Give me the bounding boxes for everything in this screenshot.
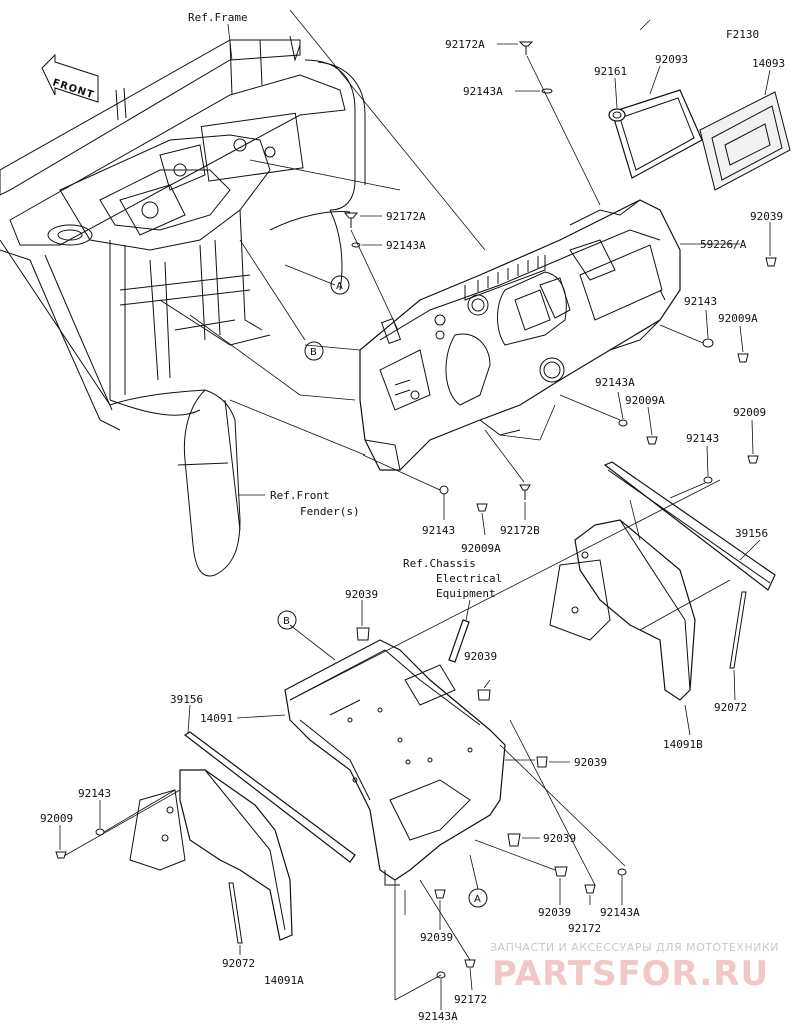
callout-a-lower: A: [468, 854, 488, 908]
label-39156-l: 39156: [170, 693, 203, 706]
label-92172-b2: 92172: [454, 993, 487, 1006]
label-92143-r3: 92143: [686, 432, 719, 445]
callout-b-lower: B: [277, 610, 297, 630]
label-14093: 14093: [752, 57, 785, 70]
label-92143-c: 92143: [422, 524, 455, 537]
label-92143A-r2: 92143A: [595, 376, 635, 389]
fastener-group-bottom: [394, 839, 627, 1010]
figure-code: F2130: [726, 28, 759, 41]
label-92172-b1: 92172: [568, 922, 601, 935]
meter-unit-14093: [699, 69, 791, 191]
frame-to-dash-leaders: [189, 9, 651, 441]
label-92039-mid: 92039: [345, 588, 378, 601]
clip-92039-r3: [507, 833, 540, 847]
clip-92039-r2: [505, 756, 570, 768]
ref-chassis-label-3: Equipment: [436, 587, 496, 600]
label-92039-r2: 92039: [574, 756, 607, 769]
fastener-92143A-top: [515, 88, 553, 94]
fastener-92172A-top: [497, 41, 601, 206]
label-14091A: 14091A: [264, 974, 304, 987]
label-92009A-r2: 92009A: [625, 394, 665, 407]
side-panel-14091B: [549, 519, 696, 736]
svg-text:A: A: [336, 281, 343, 292]
callout-b-upper: B: [304, 341, 324, 361]
fastener-group-center: [229, 399, 531, 536]
frame-assembly: [0, 35, 366, 431]
dashboard-panel: [359, 199, 681, 471]
clip-92039-top: [356, 600, 370, 641]
front-label: FRONT: [51, 77, 96, 101]
label-92143A-mid: 92143A: [386, 239, 426, 252]
trim-strip-39156-left: [183, 704, 356, 863]
label-39156-r: 39156: [735, 527, 768, 540]
label-14091: 14091: [200, 712, 233, 725]
label-92143-r: 92143: [684, 295, 717, 308]
label-92039-b1: 92039: [538, 906, 571, 919]
label-92172A-top: 92172A: [445, 38, 485, 51]
label-92161: 92161: [594, 65, 627, 78]
lower-panel-14091: [236, 624, 506, 886]
grommet-92161: [608, 77, 626, 122]
label-92093: 92093: [655, 53, 688, 66]
ref-chassis-label-2: Electrical: [436, 572, 502, 585]
label-92143-l: 92143: [78, 787, 111, 800]
fastener-92172A-mid: [343, 212, 399, 331]
label-92172A-mid: 92172A: [386, 210, 426, 223]
panel-leaders: [289, 479, 731, 961]
svg-text:B: B: [283, 616, 290, 627]
label-92143A-top: 92143A: [463, 85, 503, 98]
label-92072-l: 92072: [222, 957, 255, 970]
label-92072-r: 92072: [714, 701, 747, 714]
rod-92072-left: [228, 882, 243, 955]
front-direction-arrow: FRONT: [41, 53, 99, 103]
label-59226: 59226/A: [700, 238, 747, 251]
label-92172B: 92172B: [500, 524, 540, 537]
watermark-brand: PARTSFOR.RU: [492, 954, 769, 994]
trim-strip-39156-right: [603, 461, 776, 591]
ref-chassis-label-1: Ref.Chassis: [403, 557, 476, 570]
label-92009A-r: 92009A: [718, 312, 758, 325]
label-92143A-b1: 92143A: [600, 906, 640, 919]
ref-frame-label: Ref.Frame: [188, 11, 248, 24]
watermark: ЗАПЧАСТИ И АКСЕССУАРЫ ДЛЯ МОТОТЕХНИКИ PA…: [490, 941, 779, 994]
side-panel-14091A: [129, 769, 293, 941]
ref-front-fender-label-1: Ref.Front: [270, 489, 330, 502]
label-14091B: 14091B: [663, 738, 703, 751]
rod-92072-right: [729, 591, 747, 701]
front-fender-reference: [0, 239, 265, 577]
gauge-gasket-92093: [611, 65, 703, 179]
callout-a-upper: A: [330, 275, 350, 295]
clip-92039-mid: [477, 679, 491, 701]
svg-text:A: A: [474, 894, 481, 905]
label-92039-r3: 92039: [543, 832, 576, 845]
chassis-electrical-ref-part: [448, 599, 471, 663]
label-92039-b2: 92039: [420, 931, 453, 944]
label-92009-l: 92009: [40, 812, 73, 825]
label-92039-r1: 92039: [750, 210, 783, 223]
label-92009A-c: 92009A: [461, 542, 501, 555]
fastener-group-left: [55, 789, 181, 859]
ref-front-fender-label-2: Fender(s): [300, 505, 360, 518]
label-92143A-b2: 92143A: [418, 1010, 458, 1023]
svg-text:B: B: [310, 347, 317, 358]
label-92039-mid2: 92039: [464, 650, 497, 663]
watermark-tagline: ЗАПЧАСТИ И АКСЕССУАРЫ ДЛЯ МОТОТЕХНИКИ: [490, 941, 779, 954]
label-92009-r: 92009: [733, 406, 766, 419]
fastener-group-right: [559, 222, 777, 499]
